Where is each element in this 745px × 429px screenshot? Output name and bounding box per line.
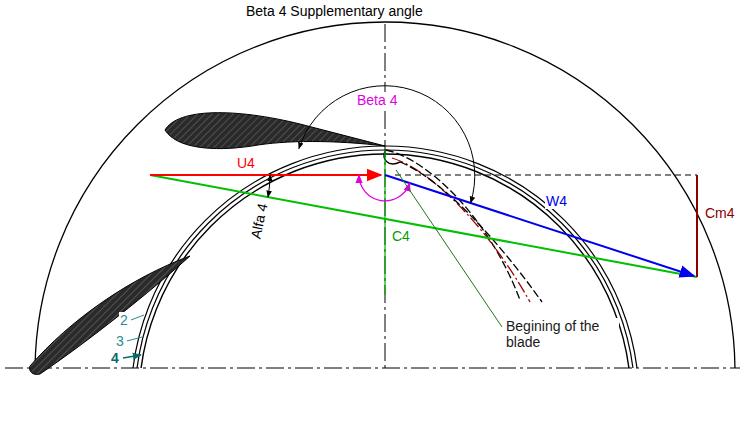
center-line: [385, 24, 386, 368]
blade-midline: [392, 158, 530, 302]
leader-line: [123, 355, 141, 358]
angle-label: Alfa 4: [247, 201, 271, 241]
reference-line: [395, 175, 697, 176]
angle-label: Beta 4 Supplementary angle: [245, 3, 424, 19]
absolute-velocity-vector: [150, 175, 697, 277]
peripheral-velocity-vector: [150, 174, 381, 176]
leader-line: [131, 315, 144, 320]
diffuser-vane: [165, 113, 385, 149]
impeller-circle: [135, 150, 635, 368]
relative-velocity-vector: [385, 175, 694, 276]
callout-number: 2: [119, 312, 129, 328]
blade-edge: [386, 150, 520, 300]
velocity-label: C4: [391, 228, 411, 244]
angle-arc: [299, 86, 475, 203]
callout-number: 3: [115, 333, 125, 349]
angle-label: Beta 4: [356, 92, 398, 108]
impeller-circle: [131, 146, 639, 368]
velocity-label: U4: [236, 155, 256, 171]
note-label: Begining of the blade: [505, 318, 619, 350]
diffuser-vane: [30, 256, 190, 374]
leader-line: [396, 170, 502, 327]
leader-line: [127, 337, 142, 341]
center-line: [5, 368, 740, 369]
outer-circle: [35, 22, 735, 368]
meridional-velocity-vector: [696, 175, 698, 277]
axis-line: [384, 150, 385, 295]
velocity-label: Cm4: [704, 205, 736, 221]
callout-number: 4: [110, 350, 120, 366]
angle-arc: [268, 175, 270, 197]
velocity-label: W4: [545, 193, 568, 209]
